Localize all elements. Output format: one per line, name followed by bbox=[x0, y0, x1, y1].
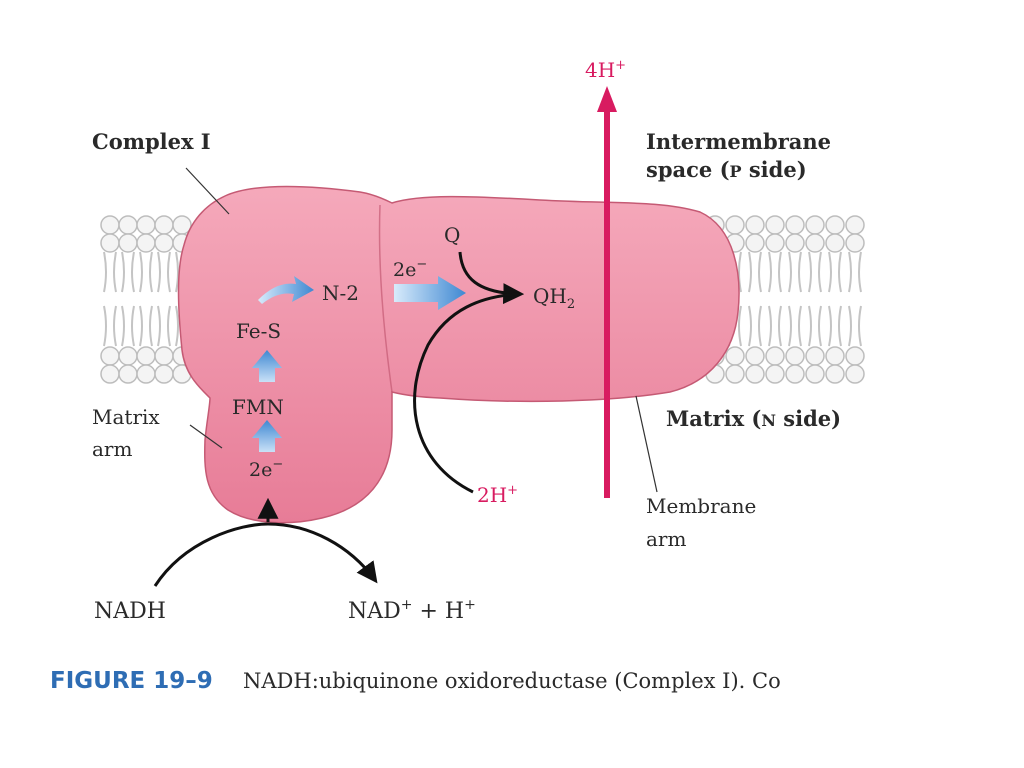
2h-uptake-arrow bbox=[413, 292, 521, 494]
electrons-top-label: 2e− bbox=[393, 257, 427, 281]
2e-to-fmn-electron-arrow bbox=[252, 420, 282, 452]
fmn-label: FMN bbox=[232, 395, 284, 419]
figure-caption-label: FIGURE 19–9 bbox=[50, 668, 213, 694]
n2-to-q-electron-arrow bbox=[394, 276, 466, 310]
nadh-oxidation-arrow bbox=[153, 522, 378, 587]
ubiquinone-label: Q bbox=[444, 223, 460, 247]
membrane-arm-label-line2: arm bbox=[646, 527, 686, 551]
complex-leader-line bbox=[185, 167, 230, 215]
proton-out-label: 4H+ bbox=[585, 58, 626, 82]
figure-caption-text: NADH:ubiquinone oxidoreductase (Complex … bbox=[243, 669, 781, 693]
membrane-left-top-heads bbox=[100, 215, 192, 253]
matrix-n-side-label: Matrix (N side) bbox=[666, 406, 841, 431]
ubiquinol-label: QH2 bbox=[533, 284, 575, 312]
matrix-arm-label-line2: arm bbox=[92, 437, 132, 461]
complex-i-label: Complex I bbox=[92, 129, 211, 154]
proton-pump-arrow-head bbox=[597, 86, 617, 112]
matrix-arm-leader-line bbox=[189, 424, 223, 449]
nadh-label: NADH bbox=[94, 599, 166, 624]
electrons-bottom-label: 2e− bbox=[249, 457, 283, 481]
n2-cluster-label: N-2 bbox=[322, 281, 359, 305]
membrane-left-bottom-heads bbox=[100, 346, 192, 384]
complex-i-protein bbox=[177, 185, 740, 524]
nad-plus-label: NAD+ + H+ bbox=[348, 597, 476, 624]
fes-label: Fe-S bbox=[236, 319, 281, 343]
intermembrane-label-line1: Intermembrane bbox=[646, 129, 831, 154]
q-to-qh2-arrow bbox=[458, 251, 525, 305]
membrane-right-bottom-heads bbox=[705, 346, 865, 384]
intermembrane-label-line2: space (P side) bbox=[646, 157, 807, 182]
proton-in-label: 2H+ bbox=[477, 483, 518, 507]
membrane-arm-leader-line bbox=[635, 395, 658, 493]
fmn-to-fes-electron-arrow bbox=[252, 350, 282, 382]
membrane-arm-label-line1: Membrane bbox=[646, 494, 756, 518]
matrix-arm-label-line1: Matrix bbox=[92, 405, 160, 429]
protein-matrix-arm-divider bbox=[378, 204, 393, 393]
fes-to-n2-electron-arrow bbox=[258, 276, 314, 304]
